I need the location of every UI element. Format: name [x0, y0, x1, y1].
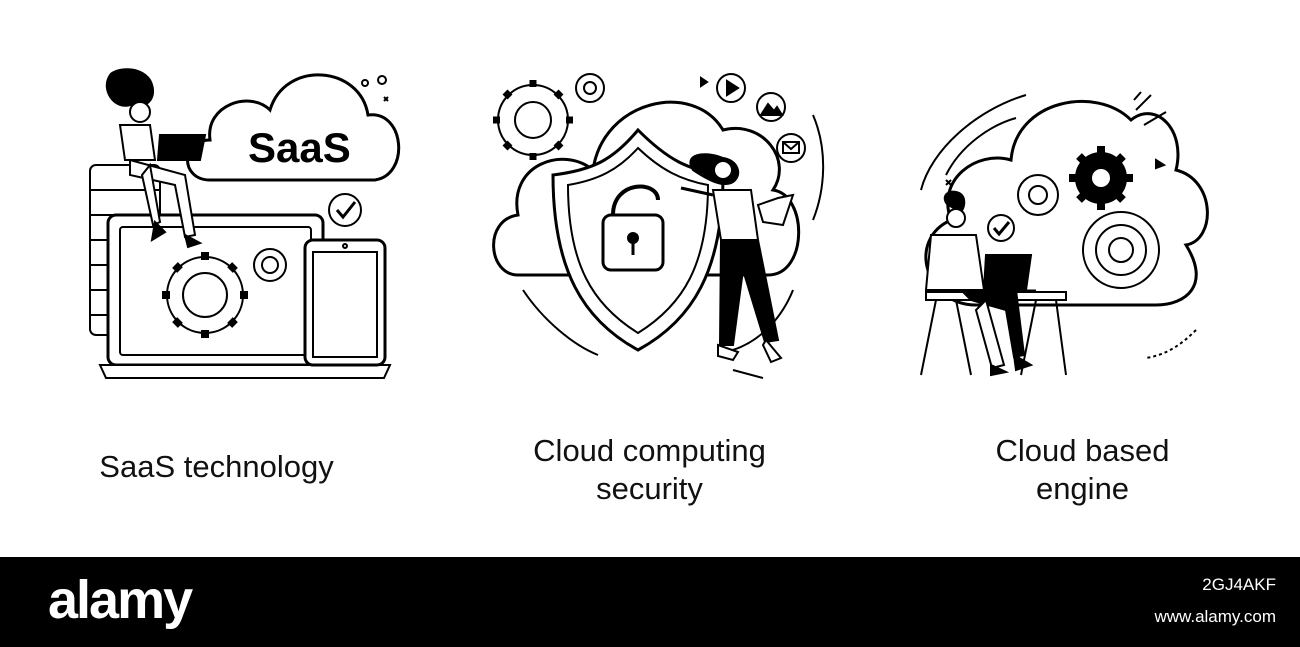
smartphone-icon [303, 238, 387, 367]
panel-saas-technology: SaaS SaaS technology [0, 0, 433, 557]
security-illustration [492, 73, 825, 379]
mail-icon [776, 133, 806, 163]
laptop-icon [976, 254, 1036, 293]
panel-caption-line-1: Cloud computing [533, 433, 766, 468]
saas-cloud-label: SaaS [248, 124, 351, 171]
panel-caption: SaaS technology [99, 449, 334, 484]
image-icon [756, 92, 786, 122]
woman-sitting-icon [105, 68, 207, 249]
panel-cloud-based-engine: Cloud based engine [866, 0, 1299, 557]
alamy-logo: alamy [48, 570, 193, 630]
play-icon [716, 73, 746, 103]
image-id-label: 2GJ4AKF [1202, 575, 1276, 594]
panel-caption-line-2: engine [1035, 471, 1130, 506]
gear-icon [493, 73, 605, 160]
checkmark-icon [987, 214, 1015, 242]
woman-with-tablet-icon [680, 153, 795, 364]
panel-cloud-computing-security: Cloud computing security [433, 0, 866, 557]
padlock-icon [601, 184, 665, 272]
gear-icon [162, 248, 287, 338]
panel-caption-line-2: security [596, 471, 703, 506]
stock-watermark-bar: alamy 2GJ4AKF www.alamy.com [0, 557, 1300, 647]
checkmark-icon [328, 193, 362, 227]
saas-illustration: SaaS [89, 68, 400, 379]
stock-url-label: www.alamy.com [1154, 607, 1276, 626]
gear-icon [1017, 146, 1160, 289]
panel-caption-line-1: Cloud based [995, 433, 1170, 468]
engine-illustration [920, 91, 1209, 377]
illustration-canvas: SaaS SaaS technology [0, 0, 1299, 557]
